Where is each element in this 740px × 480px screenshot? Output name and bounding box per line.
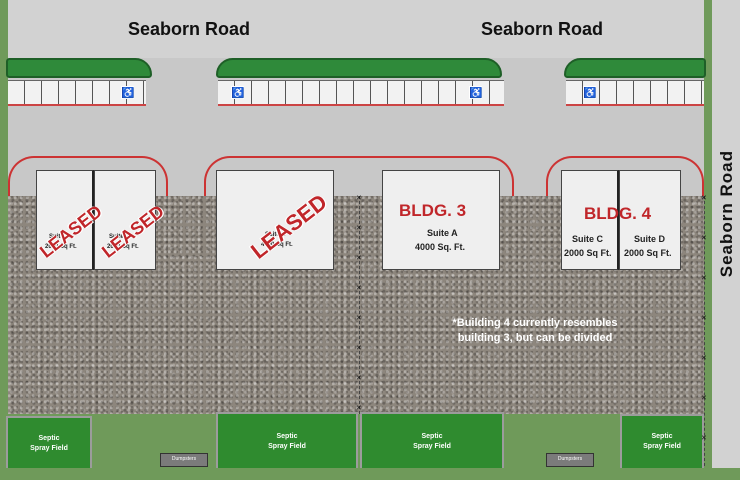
suite-label: Suite A	[427, 228, 458, 238]
septic-field-2: Septic Spray Field	[216, 412, 358, 470]
septic-field-4: Septic Spray Field	[620, 414, 704, 470]
bottom-grass	[0, 468, 740, 480]
building-4-suite-d[interactable]: Suite D 2000 Sq Ft.	[619, 170, 681, 270]
right-road	[712, 0, 740, 470]
note-line-1: *Building 4 currently resembles	[452, 317, 618, 329]
building-1-suite-b[interactable]: Suite B 2000 Sq Ft.	[94, 170, 156, 270]
building-1-suite-a[interactable]: Suite A 2000 Sq Ft.	[36, 170, 94, 270]
road-label-right: Seaborn Road	[717, 150, 736, 278]
curb-left	[8, 156, 168, 196]
fence-post-icon: ✕	[701, 435, 707, 442]
fence-post-icon: ✕	[356, 345, 362, 352]
suite-size: 4000 Sq Ft.	[261, 242, 293, 248]
dumpster-1: Dumpsters	[160, 453, 208, 467]
suite-size: 2000 Sq Ft.	[624, 248, 672, 258]
building-4-suite-c[interactable]: Suite C 2000 Sq Ft.	[561, 170, 619, 270]
fence-post-icon: ✕	[701, 275, 707, 282]
suite-size: 2000 Sq Ft.	[564, 248, 612, 258]
suite-label: Suite C	[572, 234, 604, 244]
fence-post-icon: ✕	[356, 375, 362, 382]
building-2-suite-c[interactable]: Suite C 4000 Sq Ft.	[216, 170, 334, 270]
septic-sublabel: Spray Field	[268, 443, 306, 450]
suite-label: Suite D	[634, 234, 666, 244]
accessible-parking-icon: ♿	[583, 86, 597, 99]
dumpster-2: Dumpsters	[546, 453, 594, 467]
septic-label: Septic	[276, 433, 298, 440]
accessible-parking-icon: ♿	[121, 86, 135, 99]
curb-mid	[204, 156, 514, 196]
suite-label: Suite A	[49, 234, 70, 240]
parking-row-3	[566, 80, 704, 106]
building-4-note: *Building 4 currently resembles building…	[430, 316, 640, 346]
road-label-top-left: Seaborn Road	[128, 19, 251, 39]
planter-3	[564, 58, 706, 78]
fence-post-icon: ✕	[701, 235, 707, 242]
septic-sublabel: Spray Field	[643, 443, 681, 450]
fence-post-icon: ✕	[701, 195, 707, 202]
septic-label: Septic	[421, 433, 443, 440]
accessible-parking-icon: ♿	[231, 86, 245, 99]
planter-2	[216, 58, 502, 78]
building-3-title: BLDG. 3	[399, 201, 467, 220]
building-3[interactable]: BLDG. 3 Suite A 4000 Sq. Ft.	[382, 170, 500, 270]
fence-post-icon: ✕	[701, 395, 707, 402]
suite-label: Suite B	[109, 234, 130, 240]
note-line-2: building 3, but can be divided	[457, 332, 613, 344]
suite-size: 4000 Sq. Ft.	[415, 242, 466, 252]
top-road	[8, 0, 704, 58]
parking-row-2	[218, 80, 504, 106]
suite-label: Suite C	[265, 232, 286, 238]
septic-sublabel: Spray Field	[413, 443, 451, 450]
fence-post-icon: ✕	[356, 405, 362, 412]
planter-1	[6, 58, 152, 78]
fence-post-icon: ✕	[701, 315, 707, 322]
fence-post-icon: ✕	[356, 255, 362, 262]
suite-size: 2000 Sq Ft.	[107, 244, 139, 250]
fence-line-right	[704, 196, 705, 466]
septic-field-1: Septic Spray Field	[6, 416, 92, 470]
fence-post-icon: ✕	[356, 225, 362, 232]
septic-label: Septic	[38, 435, 60, 442]
fence-post-icon: ✕	[356, 285, 362, 292]
suite-size: 2000 Sq Ft.	[45, 244, 77, 250]
road-label-top-right: Seaborn Road	[481, 19, 604, 39]
fence-post-icon: ✕	[701, 355, 707, 362]
septic-field-3: Septic Spray Field	[360, 412, 504, 470]
accessible-parking-icon: ♿	[469, 86, 483, 99]
fence-post-icon: ✕	[356, 315, 362, 322]
fence-post-icon: ✕	[356, 195, 362, 202]
septic-sublabel: Spray Field	[30, 445, 68, 452]
curb-right	[546, 156, 704, 196]
septic-label: Septic	[651, 433, 673, 440]
fence-line-center	[359, 196, 360, 414]
gravel-gap-1	[168, 196, 204, 256]
building-4-title: BLDG. 4	[584, 204, 652, 223]
